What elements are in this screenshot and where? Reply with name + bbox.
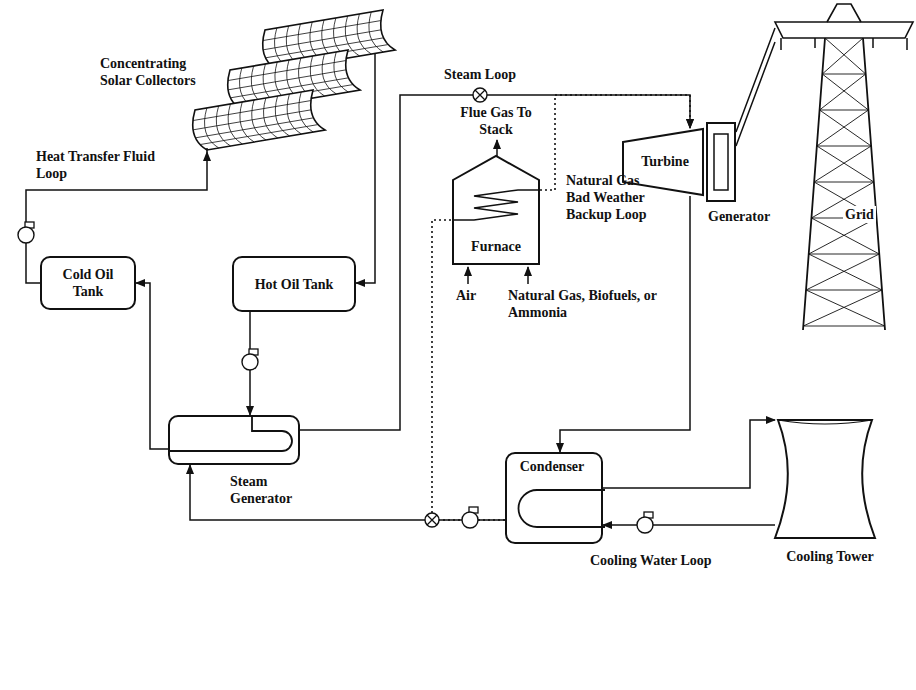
trough-line: [228, 70, 346, 90]
collector-outlet-pipe: [374, 53, 376, 152]
node-label: Concentrating Solar Collectors: [100, 55, 220, 89]
tower-peak: [827, 4, 861, 22]
heating-coil: [452, 190, 540, 220]
cooling-tower: Cooling Tower: [775, 410, 875, 590]
hot-oil-tank: Hot Oil Tank: [232, 256, 356, 312]
pump-symbol: [462, 512, 478, 528]
node-label: Condenser: [505, 458, 599, 475]
annotation-label: Natural Gas Bad Weather Backup Loop: [566, 172, 666, 223]
trough-line: [228, 61, 346, 81]
node-label: Generator: [708, 208, 770, 225]
pipe-connector: [136, 283, 168, 449]
tower-crossarm: [775, 22, 913, 38]
cooling-coil: [519, 490, 606, 527]
pipe-connector: [603, 420, 775, 488]
trough-outline: [193, 90, 325, 150]
trough-line: [200, 125, 318, 145]
valve-symbol: [425, 513, 439, 527]
valve-symbols: [425, 88, 487, 527]
node-label: Cold Oil Tank: [46, 266, 130, 300]
tower-bracing: [803, 38, 884, 326]
furnace-outline: [453, 156, 539, 264]
tower-leg: [803, 38, 885, 330]
valve-cross: [427, 515, 437, 525]
pipe-connector: [603, 524, 775, 526]
collector-inlet-pipe: [206, 148, 208, 152]
pump-symbol: [637, 517, 653, 533]
steamgen-shape: [170, 417, 302, 467]
fuel-inlet-arrow: [527, 267, 529, 284]
air-inlet-arrow: [467, 267, 469, 284]
cold-oil-tank: Cold Oil Tank: [40, 256, 136, 310]
trough-line: [263, 30, 381, 50]
pipe-connector: [560, 196, 690, 452]
furnace: Furnace: [452, 150, 540, 265]
annotation-label: Natural Gas, Biofuels, or Ammonia: [508, 287, 666, 321]
pipe-connector: [356, 152, 375, 283]
valve-cross: [475, 90, 485, 100]
generator: Generator: [706, 122, 736, 202]
valve-symbol: [473, 88, 487, 102]
oil-coil: [170, 417, 292, 451]
steam-generator: Steam Generator: [168, 415, 300, 465]
annotation-label: Air: [456, 287, 476, 304]
trough-line: [193, 110, 311, 130]
generator-shape: [706, 122, 736, 202]
generator-outline: [707, 123, 735, 201]
solar-trough-collectors: [193, 10, 395, 150]
pipe-connector: [190, 465, 505, 520]
trough-line: [195, 118, 313, 138]
node-label: Cooling Tower: [775, 548, 885, 565]
node-label: Steam Generator: [230, 473, 310, 507]
node-label: Hot Oil Tank: [255, 276, 334, 293]
node-label: Furnace: [452, 238, 540, 255]
grid-shape: [775, 0, 913, 335]
annotation-label: Heat Transfer Fluid Loop: [36, 148, 176, 182]
flue-arrow: [496, 140, 498, 156]
annotation-label: Cooling Water Loop: [590, 552, 712, 569]
annotation-label: Flue Gas To Stack: [460, 104, 532, 138]
node-label: Grid: [843, 206, 876, 223]
condenser: Condenser: [505, 452, 603, 544]
pipe-connector: [736, 28, 775, 146]
power-grid-tower: Grid: [775, 0, 913, 335]
insulator: [781, 38, 907, 50]
pump-symbol: [18, 227, 34, 243]
cooling-tower-outline: [775, 420, 875, 538]
solar-collector-field: Concentrating Solar Collectors: [96, 2, 396, 152]
generator-core: [714, 134, 728, 190]
trough-line: [193, 101, 311, 121]
pump-symbol: [242, 354, 258, 370]
annotation-label: Steam Loop: [440, 66, 520, 83]
trough-line: [263, 21, 381, 41]
tower-rim: [778, 420, 872, 424]
node-label: Turbine: [626, 153, 704, 170]
